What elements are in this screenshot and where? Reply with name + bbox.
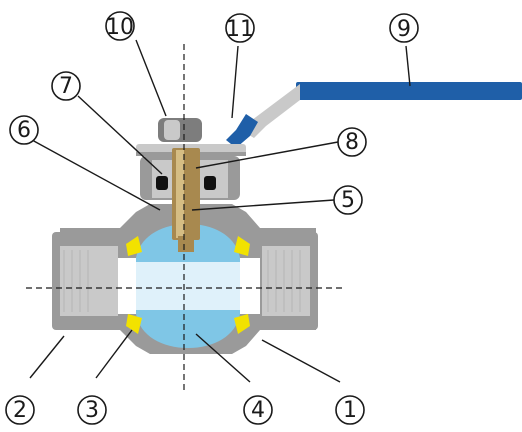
seat-top-left	[126, 236, 142, 256]
leader-7	[77, 95, 163, 175]
callout-7: 7	[51, 71, 81, 101]
callouts: 10 11 9 7 8 6 5 2	[5, 11, 419, 425]
callout-10-label: 10	[106, 15, 134, 40]
handle-bar	[296, 82, 522, 100]
callout-8-label: 8	[345, 130, 359, 155]
leader-6	[31, 139, 161, 211]
top-nut	[158, 118, 202, 142]
callout-10: 10	[105, 11, 135, 41]
leader-11	[231, 45, 239, 119]
leader-lines	[29, 39, 411, 383]
handle-sleeve	[226, 114, 258, 148]
seat-top-right	[234, 236, 250, 256]
callout-2: 2	[5, 395, 35, 425]
callout-6: 6	[9, 115, 39, 145]
callout-5-label: 5	[341, 188, 355, 213]
stem	[172, 148, 200, 252]
callout-6-label: 6	[17, 118, 31, 143]
leader-1	[261, 339, 341, 383]
packing-left	[156, 176, 168, 190]
leader-3	[95, 329, 133, 379]
end-connector-left-bore	[60, 246, 118, 316]
seats	[126, 236, 250, 334]
callout-9: 9	[389, 13, 419, 43]
end-right-bore	[262, 246, 310, 316]
seat-bottom-right	[234, 314, 250, 334]
threads	[63, 250, 301, 312]
leader-4	[195, 333, 251, 383]
callout-1-label: 1	[343, 398, 357, 423]
ball-bottom	[136, 314, 240, 348]
callout-11: 11	[225, 13, 255, 43]
nut-highlight	[164, 120, 180, 140]
callout-8: 8	[337, 127, 367, 157]
packing-right	[204, 176, 216, 190]
callout-11-label: 11	[226, 17, 254, 42]
leader-9	[405, 45, 411, 87]
callout-7-label: 7	[59, 74, 73, 99]
callout-3-label: 3	[85, 398, 99, 423]
ball	[136, 224, 240, 348]
callout-3: 3	[77, 395, 107, 425]
stem-tongue	[178, 236, 194, 252]
seat-bottom-left	[126, 314, 142, 334]
leader-8	[195, 141, 339, 169]
callout-1: 1	[335, 395, 365, 425]
stem-highlight	[176, 150, 184, 238]
callout-4: 4	[243, 395, 273, 425]
handle-arm	[244, 84, 300, 138]
callout-9-label: 9	[397, 17, 411, 42]
callout-5: 5	[333, 185, 363, 215]
leader-10	[135, 39, 167, 117]
leader-5	[191, 199, 335, 211]
callout-2-label: 2	[13, 398, 27, 423]
packing-rings	[156, 176, 216, 190]
leader-2	[29, 335, 65, 379]
handle	[226, 82, 522, 148]
ball-bore-white	[136, 262, 240, 310]
callout-4-label: 4	[251, 398, 265, 423]
